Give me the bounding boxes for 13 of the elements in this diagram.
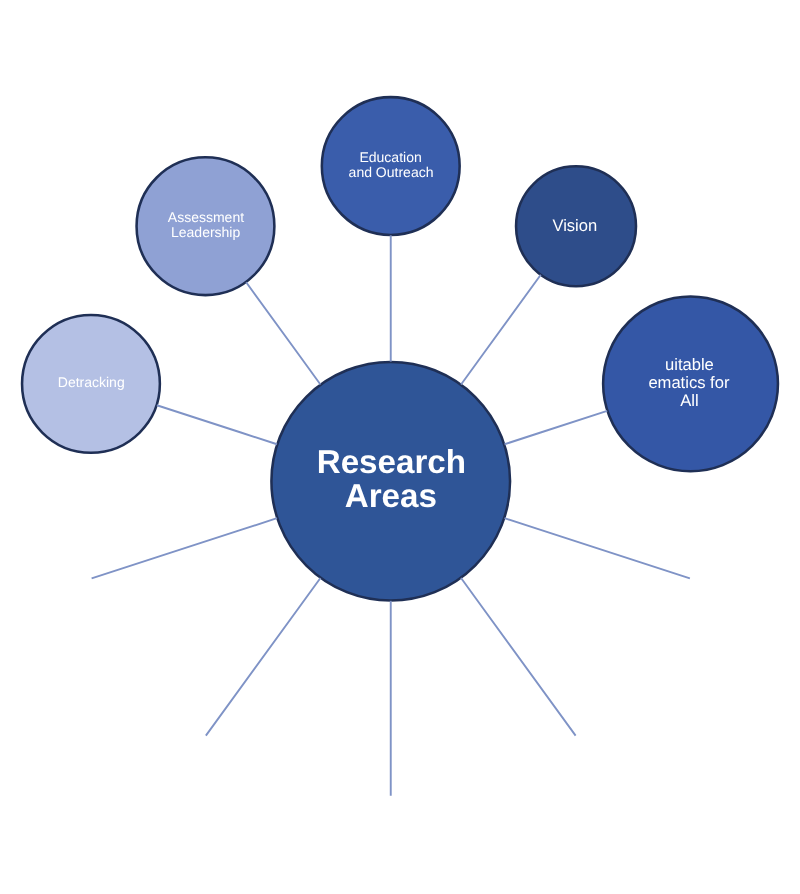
connector bbox=[245, 281, 322, 386]
connector bbox=[389, 234, 392, 363]
connector bbox=[460, 577, 577, 737]
node-circle: Research Areas bbox=[270, 360, 512, 602]
node-circle: uitable ematics for All bbox=[601, 295, 780, 473]
node-circle: Vision bbox=[514, 164, 638, 288]
connector bbox=[503, 409, 609, 446]
connector bbox=[460, 273, 542, 386]
connector bbox=[204, 577, 322, 737]
connector bbox=[155, 404, 278, 446]
connector bbox=[503, 517, 691, 580]
connector bbox=[389, 599, 392, 797]
connector bbox=[90, 517, 278, 580]
